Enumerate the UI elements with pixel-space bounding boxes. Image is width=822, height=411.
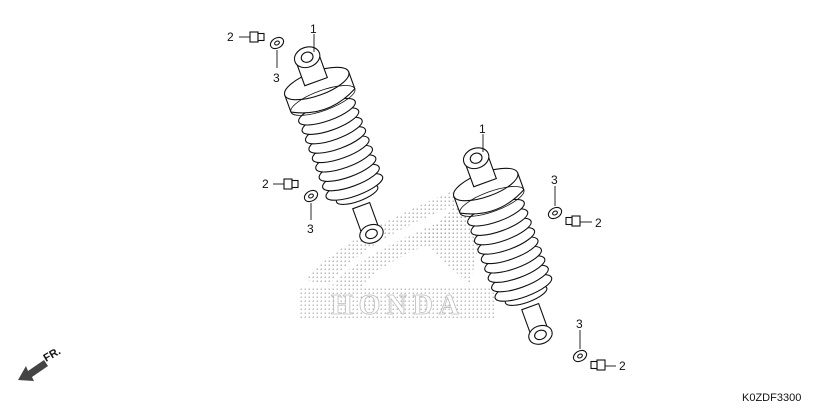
callout-2-lower-right: 2: [619, 359, 626, 373]
callout-1-right: 1: [479, 122, 486, 136]
washer-upper-right: [545, 204, 565, 222]
washer-upper-left: [267, 34, 287, 52]
callout-3-lower-left: 3: [307, 222, 314, 236]
callout-2-upper-right: 2: [595, 216, 602, 230]
honda-wing-watermark: [300, 180, 496, 318]
leader-lines: [239, 34, 616, 367]
bolt-upper-left: [249, 31, 265, 43]
callout-3-lower-right: 3: [576, 317, 583, 331]
washer-lower-left: [301, 187, 321, 205]
direction-label: FR.: [42, 345, 63, 364]
callout-3-upper-left: 3: [273, 71, 280, 85]
front-arrow-icon: [18, 360, 48, 381]
callout-3-upper-right: 3: [551, 173, 558, 187]
shock-absorber-left: [272, 36, 407, 254]
bolt-lower-right: [590, 359, 606, 371]
callout-2-lower-left: 2: [262, 177, 269, 191]
callout-1-left: 1: [310, 22, 317, 36]
callout-2-upper-left: 2: [227, 30, 234, 44]
bolt-upper-right: [565, 215, 581, 227]
bolt-lower-left: [283, 178, 299, 190]
washer-lower-right: [570, 347, 590, 365]
diagram-code: K0ZDF3300: [742, 392, 801, 404]
watermark-text: HONDA: [331, 290, 465, 321]
